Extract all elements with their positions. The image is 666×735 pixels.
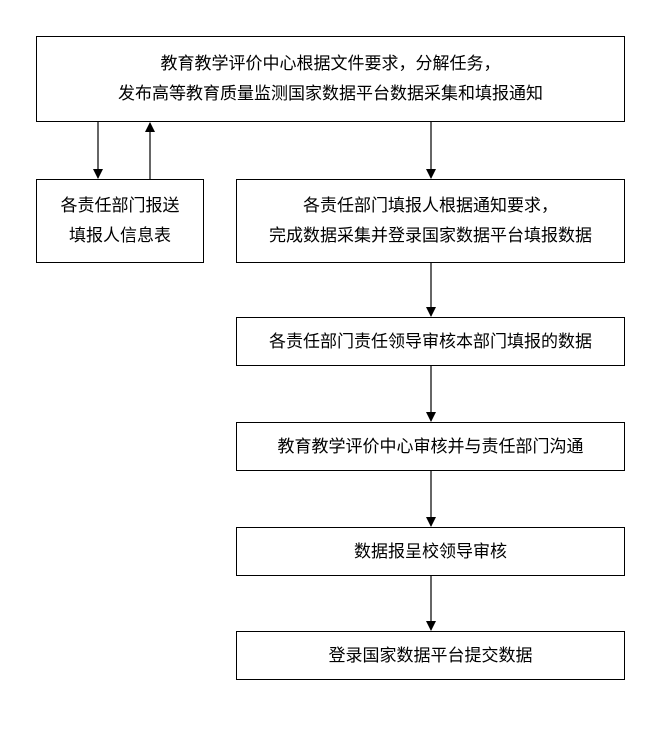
- step-center-review-communicate-line-1: 教育教学评价中心审核并与责任部门沟通: [277, 436, 584, 457]
- step-center-review-communicate: 教育教学评价中心审核并与责任部门沟通: [236, 422, 625, 471]
- step-submit-to-platform-line-1: 登录国家数据平台提交数据: [328, 645, 533, 666]
- step-submit-to-platform: 登录国家数据平台提交数据: [236, 631, 625, 680]
- step-department-leader-review: 各责任部门责任领导审核本部门填报的数据: [236, 317, 625, 366]
- step-submit-filler-info-line-1: 各责任部门报送: [60, 196, 180, 216]
- step-school-leader-review: 数据报呈校领导审核: [236, 527, 625, 576]
- step-collect-and-fill-data-line-1: 各责任部门填报人根据通知要求，: [303, 196, 558, 216]
- step-collect-and-fill-data-line-2: 完成数据采集并登录国家数据平台填报数据: [269, 226, 592, 246]
- step-publish-notice-line-1: 教育教学评价中心根据文件要求，分解任务，: [160, 54, 501, 74]
- step-department-leader-review-line-1: 各责任部门责任领导审核本部门填报的数据: [269, 331, 592, 352]
- step-publish-notice: 教育教学评价中心根据文件要求，分解任务， 发布高等教育质量监测国家数据平台数据采…: [36, 36, 625, 122]
- step-school-leader-review-line-1: 数据报呈校领导审核: [354, 541, 507, 562]
- step-publish-notice-line-2: 发布高等教育质量监测国家数据平台数据采集和填报通知: [118, 84, 543, 104]
- step-collect-and-fill-data: 各责任部门填报人根据通知要求， 完成数据采集并登录国家数据平台填报数据: [236, 179, 625, 263]
- step-submit-filler-info: 各责任部门报送 填报人信息表: [36, 179, 204, 263]
- step-submit-filler-info-line-2: 填报人信息表: [69, 226, 171, 246]
